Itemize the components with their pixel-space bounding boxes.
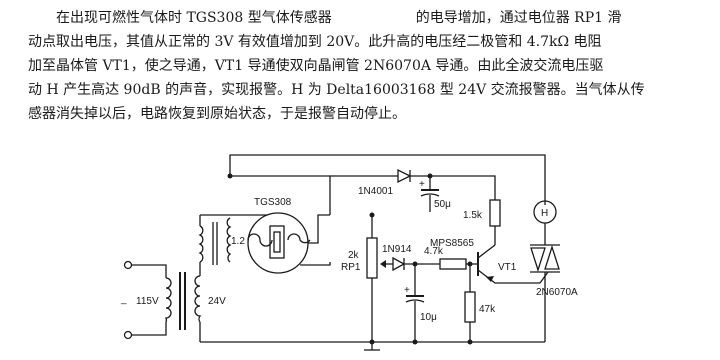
description-paragraph: 在出现可燃性气体时 TGS308 型气体传感器 的电导增加，通过电位器 RP1 滑… [28,6,708,126]
q-type-label: MPS8565 [430,238,474,249]
pot-value: 2k [348,250,360,261]
text-line-2: 动点取出电压，其值从正常的 3V 有效值增加到 20V。此升高的电压经二极管和 … [28,34,602,50]
c1-label: 50μ [434,199,451,210]
heater-winding: 1.2 [198,214,268,265]
q-name-label: VT1 [498,262,517,273]
sensor-label: TGS308 [254,197,292,208]
r1-label: 1.5k [463,210,483,221]
alarm-h: H [533,200,557,245]
transistor-vt1: MPS8565 VT1 [430,238,540,284]
secondary-label: 24V [208,296,226,307]
c1-plus: + [419,179,425,190]
triac-2n6070a: 2N6070A [530,244,578,342]
d1-label: 1N4001 [358,186,393,197]
capacitor-10u: + 10μ [404,264,437,342]
r2-label: 4.7k [424,246,444,257]
triac-label: 2N6070A [536,287,578,298]
text-line-4: 动 H 产生高达 90dB 的声音，实现报警。H 为 Delta16003168… [28,82,645,98]
c2-plus: + [404,285,410,296]
r3-label: 47k [479,304,496,315]
d2-label: 1N914 [382,244,412,255]
text-line-3: 加至晶体管 VT1，使之导通，VT1 导通使双向晶闸管 2N6070A 导通。由… [28,58,604,74]
resistor-1k5: 1.5k [463,199,501,245]
bottom-rail [200,339,545,351]
capacitor-50u: + 50μ [419,176,451,212]
diode-1n914: 1N914 [382,244,440,272]
transformer: 24V [165,265,226,342]
heater-label: 1.2 [231,236,245,247]
pot-name: RP1 [341,262,361,273]
input-terminals: _ 115V [120,260,167,340]
text-line-1b: 的电导增加，通过电位器 RP1 滑 [415,10,622,26]
text-line-5: 感器消失掉以后，电路恢复到原始状态，于是报警自动停止。 [28,106,406,122]
mains-dash: _ [120,294,127,305]
potentiometer-rp1: 2k RP1 [341,212,393,350]
mains-label: 115V [136,296,159,307]
c2-label: 10μ [420,312,437,323]
text-line-1: 在出现可燃性气体时 TGS308 型气体传感器 的电导增加，通过电位器 RP1 滑 [28,6,708,30]
alarm-label: H [541,208,548,219]
diode-1n4001: 1N4001 [330,168,496,200]
resistor-47k: 47k [464,264,496,342]
gas-sensor-tgs308: TGS308 [247,197,331,274]
text-line-1a: 在出现可燃性气体时 TGS308 型气体传感器 [56,10,332,26]
